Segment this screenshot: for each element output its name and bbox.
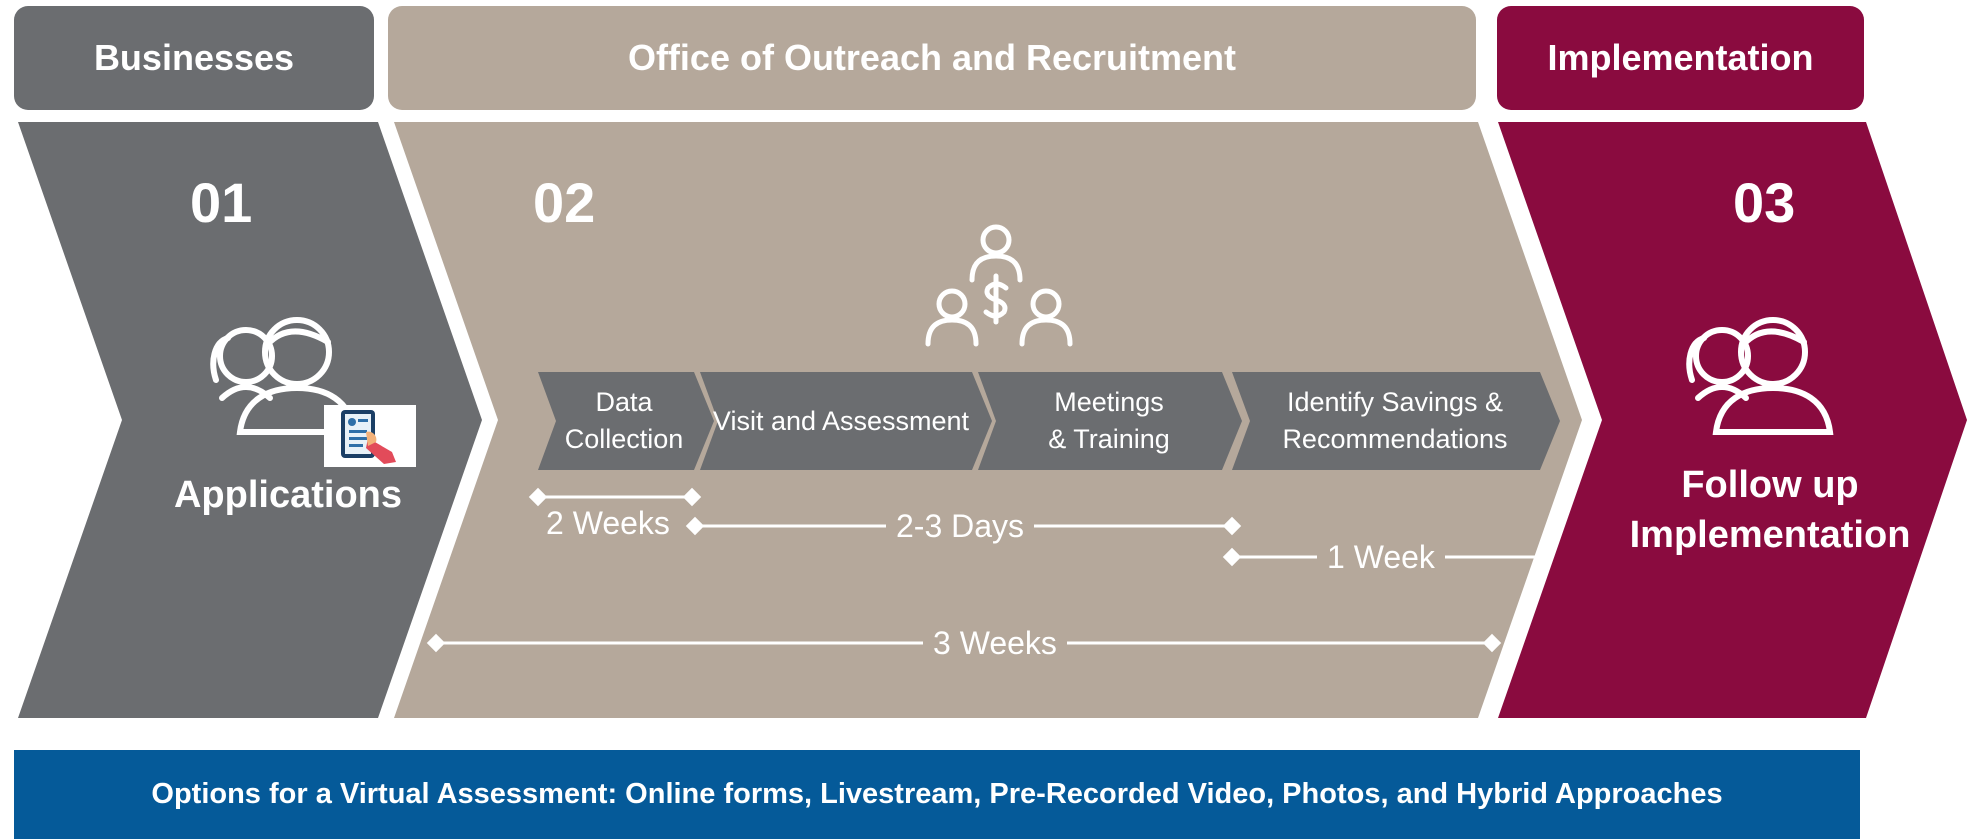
phase-03-label: Follow up Implementation	[1629, 464, 1911, 556]
follow-up-icon	[1686, 317, 1834, 435]
step-arrow-data-collection	[538, 372, 714, 470]
duration-identify: 1 Week	[1317, 537, 1445, 577]
duration-data-collection: 2 Weeks	[546, 505, 670, 541]
step-data-collection: Data Collection	[564, 387, 684, 454]
phase-03-chevron	[1498, 122, 1967, 718]
phase-01-label: Applications	[173, 474, 403, 516]
step-arrow-meetings	[978, 372, 1242, 470]
step-arrow-identify	[1232, 372, 1560, 470]
header-businesses: Businesses	[14, 6, 374, 110]
phase-01-chevron	[18, 122, 482, 718]
tablet-form-icon	[324, 405, 416, 467]
virtual-assessment-banner: Options for a Virtual Assessment: Online…	[14, 750, 1860, 839]
phase-01-number: 01	[190, 171, 253, 234]
team-dollar-icon	[925, 224, 1073, 347]
step-arrow-visit	[700, 372, 992, 470]
duration-total: 3 Weeks	[923, 623, 1067, 663]
phase-02-number: 02	[533, 171, 596, 234]
step-visit-assessment: Visit and Assessment	[712, 405, 970, 436]
header-implementation: Implementation	[1497, 6, 1864, 110]
step-meetings-training: Meetings & Training	[1048, 387, 1170, 454]
duration-visit-meetings: 2-3 Days	[886, 506, 1035, 546]
phase-03-number: 03	[1733, 171, 1796, 234]
header-office: Office of Outreach and Recruitment	[388, 6, 1476, 110]
step-identify-savings: Identify Savings & Recommendations	[1282, 387, 1508, 454]
